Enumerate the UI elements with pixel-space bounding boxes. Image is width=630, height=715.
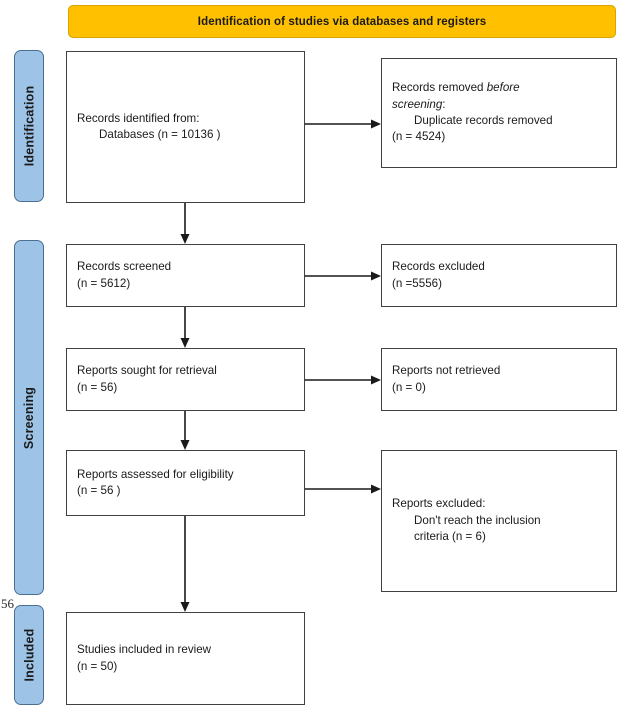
records-identified-line-1: Records identified from: [77,111,200,125]
reports-excluded-line-1: Reports excluded: [392,497,486,511]
stage-label-screening-text: Screening [22,386,36,449]
box-records-excluded: Records excluded (n =5556) [381,244,617,307]
records-screened-line-1: Records screened [77,260,172,274]
reports-not-retrieved-line-1: Reports not retrieved [392,364,501,378]
stage-label-included: Included [14,605,44,705]
box-reports-excluded-text: Reports excluded: Don't reach the inclus… [382,496,616,545]
stage-label-identification-text: Identification [22,85,37,167]
box-reports-sought-text: Reports sought for retrieval (n = 56) [67,363,304,396]
box-studies-included-text: Studies included in review (n = 50) [67,642,304,675]
box-records-excluded-text: Records excluded (n =5556) [382,259,616,292]
box-reports-assessed: Reports assessed for eligibility (n = 56… [66,450,305,516]
box-reports-not-retrieved-text: Reports not retrieved (n = 0) [382,363,616,396]
reports-not-retrieved-line-2: (n = 0) [392,380,426,394]
artifact-number: 56 [1,596,14,611]
diagram-banner: Identification of studies via databases … [68,5,616,38]
studies-included-line-1: Studies included in review [77,643,212,657]
records-removed-line-1: Records removed before [392,80,606,96]
connector-sought-to-assessed [179,411,191,452]
reports-assessed-line-2: (n = 56 ) [77,484,121,497]
records-removed-line-2: screening: [392,97,606,113]
connector-identified-to-removed [305,118,383,130]
reports-assessed-line-1: Reports assessed for eligibility [77,467,234,481]
connector-screened-to-excluded [305,270,383,282]
records-identified-line-2: Databases (n = 10136 ) [99,128,221,141]
records-removed-line-1-italic: before [486,81,520,95]
stage-label-included-text: Included [22,628,36,682]
box-records-screened: Records screened (n = 5612) [66,244,305,307]
records-screened-line-2: (n = 5612) [77,276,131,290]
connector-assessed-to-excluded-reports [305,483,383,495]
box-reports-not-retrieved: Reports not retrieved (n = 0) [381,348,617,411]
records-removed-line-4: (n = 4524) [392,130,446,144]
records-removed-line-3: Duplicate records removed [414,114,553,127]
box-reports-sought: Reports sought for retrieval (n = 56) [66,348,305,411]
box-records-screened-text: Records screened (n = 5612) [67,259,304,292]
banner-title: Identification of studies via databases … [197,15,487,28]
box-reports-excluded: Reports excluded: Don't reach the inclus… [381,450,617,592]
box-reports-assessed-text: Reports assessed for eligibility (n = 56… [67,467,304,500]
connector-assessed-to-included [179,516,191,614]
records-excluded-line-1: Records excluded [392,260,485,274]
connector-identified-to-screened [179,203,191,246]
box-records-removed-text: Records removed before screening: Duplic… [382,80,616,146]
stage-label-identification: Identification [14,50,44,202]
connector-screened-to-sought [179,307,191,350]
reports-sought-line-2: (n = 56) [77,380,118,394]
reports-excluded-line-2: Don't reach the inclusion [414,513,541,527]
studies-included-line-2: (n = 50) [77,659,118,673]
reports-sought-line-1: Reports sought for retrieval [77,364,217,378]
box-records-identified-text: Records identified from: Databases (n = … [67,111,304,144]
box-records-identified: Records identified from: Databases (n = … [66,51,305,203]
records-excluded-line-2: (n =5556) [392,276,442,290]
records-removed-line-2-colon: : [442,97,446,111]
stage-label-screening: Screening [14,240,44,595]
box-studies-included: Studies included in review (n = 50) [66,612,305,705]
box-records-removed: Records removed before screening: Duplic… [381,58,617,168]
reports-excluded-line-3: criteria (n = 6) [414,530,486,544]
connector-sought-to-notretrieved [305,374,383,386]
records-removed-line-1-plain: Records removed [392,81,487,95]
records-removed-line-2-italic: screening [392,97,443,111]
